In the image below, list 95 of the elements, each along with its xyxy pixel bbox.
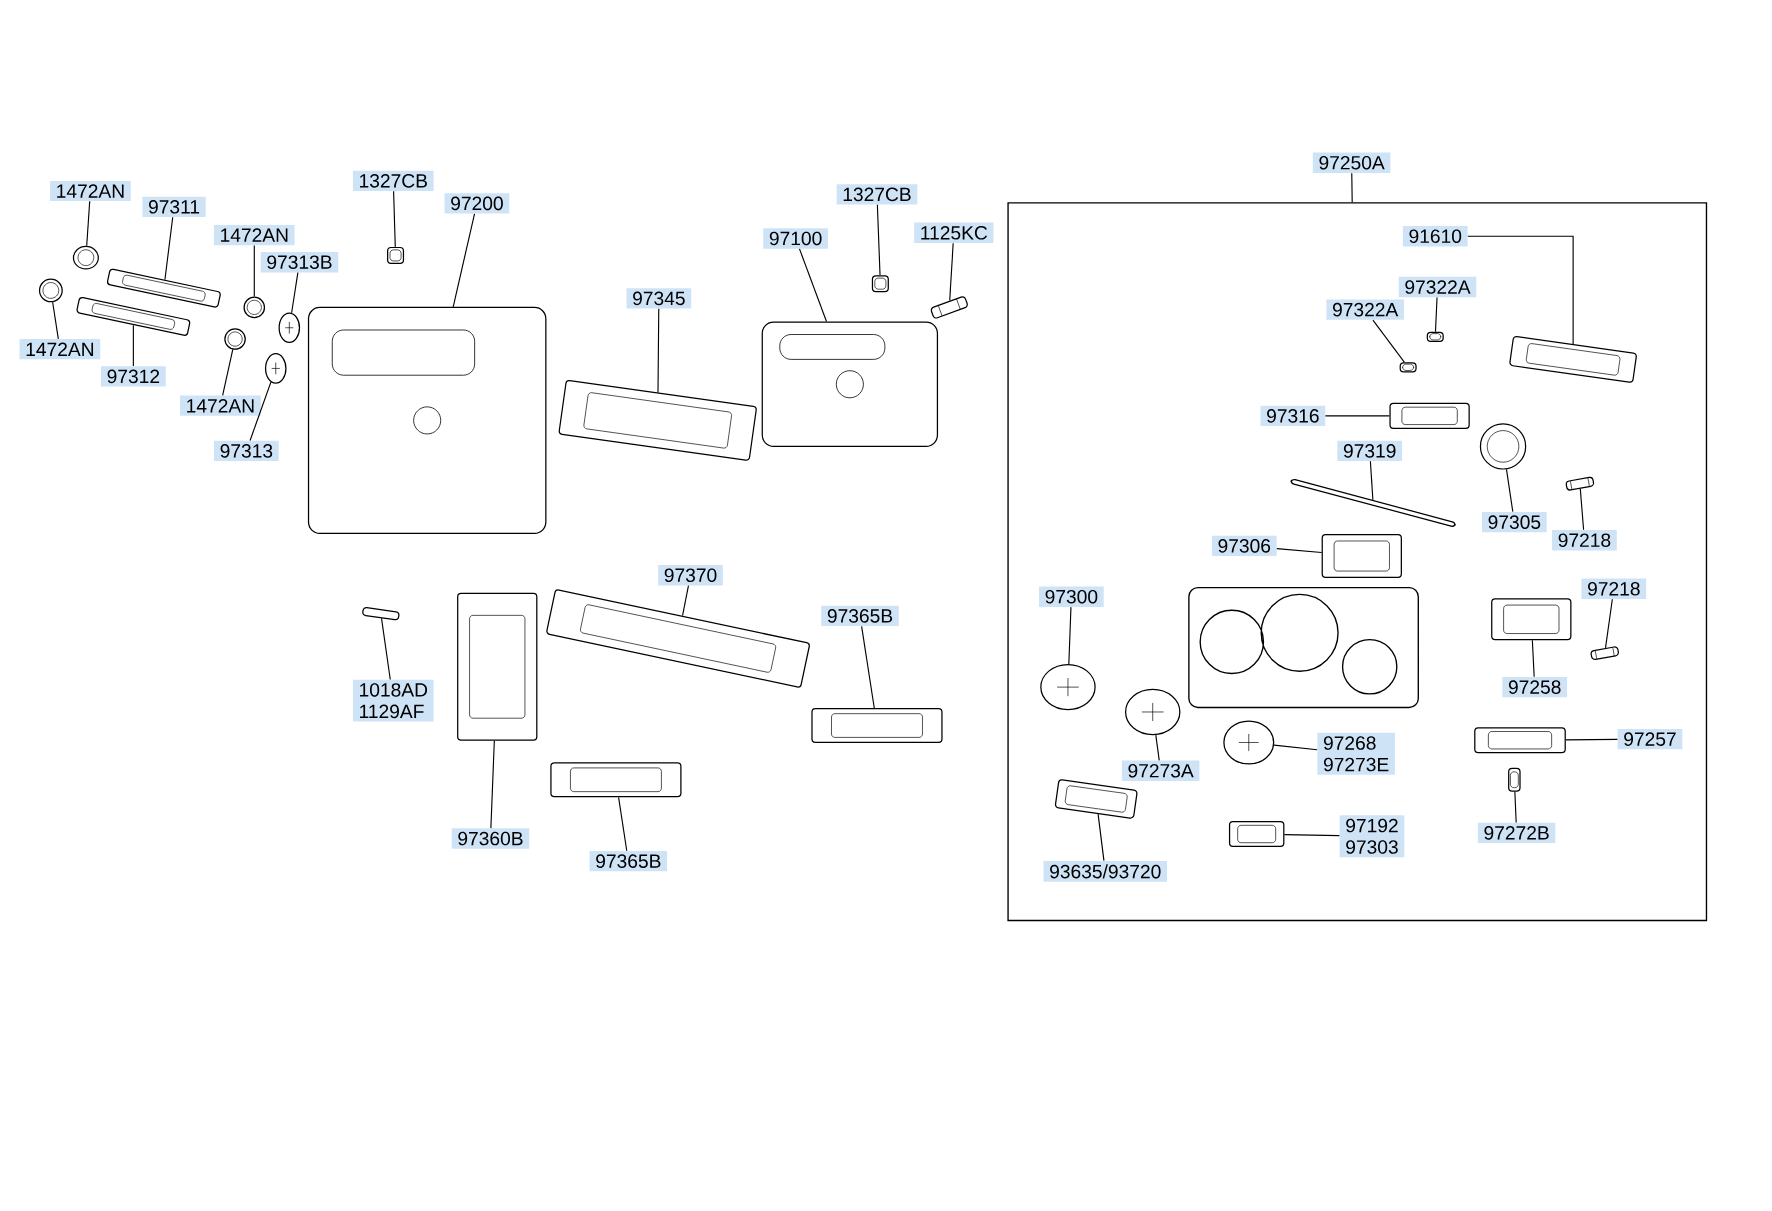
- leader-line: [1068, 606, 1072, 665]
- callout-label: 97322A: [1326, 299, 1404, 320]
- leader-line: [861, 625, 875, 709]
- callout-label: 97192 97303: [1339, 815, 1405, 857]
- callout-label: 97319: [1337, 440, 1403, 461]
- leader-line: [657, 307, 660, 393]
- duct-drawing: [546, 589, 810, 688]
- switch-drawing: [1389, 402, 1470, 429]
- vent-duct-drawing: [811, 707, 943, 743]
- grommet-drawing: [278, 312, 301, 343]
- leader-line: [798, 248, 828, 322]
- callout-label: 1125KC: [914, 222, 994, 243]
- clip-drawing: [243, 296, 266, 318]
- callout-label: 97345: [626, 287, 692, 309]
- leader-line: [1155, 734, 1160, 761]
- leader-line: [1505, 468, 1514, 513]
- bulb-drawing: [1508, 767, 1521, 792]
- callout-label: 97268 97273E: [1317, 732, 1395, 775]
- bracket-drawing: [1321, 533, 1402, 578]
- callout-label: 97311: [142, 196, 206, 217]
- duct-drawing: [558, 379, 757, 461]
- cable-drawing: [1290, 478, 1456, 527]
- clip-drawing: [224, 328, 246, 350]
- callout-label: 1018AD 1129AF: [352, 679, 434, 722]
- callout-label: 97218: [1552, 529, 1617, 551]
- leader-line: [86, 200, 91, 247]
- nut-drawing: [387, 246, 405, 264]
- callout-label: 97316: [1260, 405, 1326, 426]
- hose-drawing: [76, 296, 191, 336]
- leader-line: [490, 740, 495, 829]
- blower-unit-drawing: [761, 321, 939, 447]
- callout-label: 1472AN: [180, 395, 261, 416]
- leader-line: [1276, 547, 1323, 553]
- hose-drawing: [106, 268, 221, 308]
- grommet-drawing: [264, 352, 287, 384]
- callout-label: 97370: [658, 564, 723, 586]
- leader-line: [1579, 488, 1585, 531]
- duct-drawing: [457, 592, 538, 741]
- screw-drawing: [1565, 476, 1595, 491]
- callout-label: 97313: [214, 440, 279, 461]
- leader-line: [1283, 833, 1340, 836]
- leader-line: [380, 617, 391, 680]
- leader-line: [452, 213, 476, 308]
- frame: [1007, 201, 1708, 921]
- rotary-switch-drawing: [1479, 422, 1527, 470]
- leader-line: [253, 244, 255, 297]
- leader-line: [52, 301, 59, 340]
- callout-label: 1472AN: [50, 180, 131, 201]
- leader-line: [1604, 598, 1613, 649]
- leader-line: [1324, 415, 1390, 417]
- bulb-holder-drawing: [1474, 726, 1566, 754]
- button-drawing: [1228, 820, 1285, 847]
- lens-drawing: [1054, 779, 1138, 819]
- leader-line: [1351, 172, 1353, 203]
- heater-unit-drawing: [307, 306, 547, 534]
- callout-label: 97360B: [451, 828, 530, 849]
- leader-line: [949, 242, 954, 301]
- leader-line: [164, 216, 174, 280]
- clip-drawing: [38, 278, 63, 303]
- leader-line: [222, 348, 234, 396]
- leader-line: [682, 584, 690, 617]
- leader-line: [1273, 744, 1318, 750]
- screw-drawing: [930, 296, 968, 319]
- callout-label: 97312: [101, 365, 166, 387]
- callout-label: 97258: [1502, 676, 1568, 698]
- screw-drawing: [1590, 646, 1619, 660]
- leader-line: [1467, 235, 1574, 345]
- leader-line: [876, 204, 881, 276]
- knob-drawing: [1223, 720, 1275, 765]
- leader-line: [1531, 639, 1535, 678]
- leader-line: [1434, 296, 1438, 332]
- bulb-drawing: [1426, 331, 1444, 342]
- leader-line: [249, 381, 272, 441]
- knob-drawing: [1125, 688, 1181, 735]
- callout-label: 97218: [1581, 578, 1647, 599]
- vent-duct-drawing: [550, 762, 682, 798]
- leader-line: [132, 324, 134, 367]
- leader-line: [1097, 813, 1105, 861]
- leader-line: [291, 271, 299, 314]
- wire-harness-drawing: [1509, 335, 1637, 383]
- switch-drawing: [1491, 598, 1572, 641]
- knob-drawing: [1040, 663, 1096, 711]
- nut-drawing: [871, 274, 889, 292]
- bulb-drawing: [1399, 361, 1417, 373]
- clip-drawing: [72, 245, 99, 270]
- leader-line: [1514, 790, 1517, 823]
- leader-line: [393, 190, 396, 248]
- leader-line: [1372, 319, 1405, 363]
- screw-drawing: [362, 606, 400, 621]
- leader-line: [1369, 460, 1374, 501]
- leader-line: [1565, 738, 1618, 741]
- leader-line: [618, 796, 628, 852]
- callout-label: 97200: [444, 193, 510, 214]
- callout-label: 97100: [763, 228, 828, 249]
- callout-label: 97365B: [821, 605, 899, 626]
